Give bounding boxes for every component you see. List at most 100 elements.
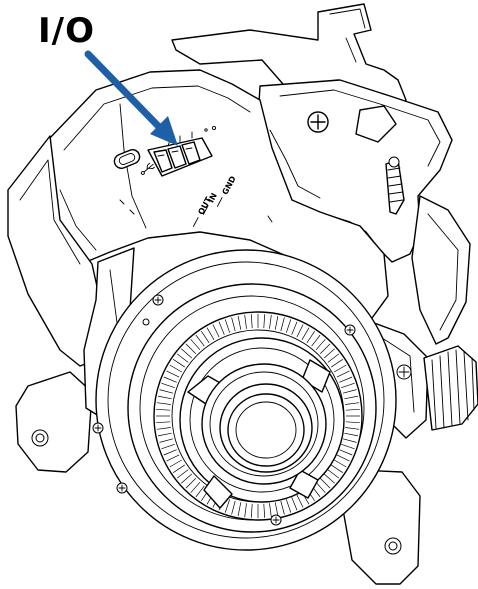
- knurl-tick: [237, 502, 242, 517]
- knurl-tick: [185, 343, 197, 355]
- side-post: [385, 156, 405, 215]
- usb-port: [113, 149, 141, 169]
- knurl-tick: [342, 438, 357, 443]
- knurl-tick: [331, 464, 343, 473]
- knurl-tick: [274, 502, 279, 517]
- knurl-tick: [311, 334, 321, 347]
- io-terminal-block: [147, 125, 217, 177]
- knurl-tick: [157, 432, 172, 437]
- housing-top-deck: [43, 69, 389, 319]
- knurl-tick: [161, 443, 175, 450]
- io-callout-arrow: [84, 50, 178, 146]
- knurl-tick: [336, 454, 350, 462]
- knurl-tick: [169, 459, 182, 468]
- knurl-tick: [306, 331, 315, 343]
- knurl-tick: [190, 481, 201, 493]
- knurl-tick: [345, 421, 360, 424]
- knurl-tick: [345, 408, 360, 411]
- knurl-tick: [173, 464, 185, 473]
- knurl-tick: [181, 473, 193, 484]
- knurl-tick: [176, 469, 189, 479]
- knurl-tick: [195, 334, 205, 347]
- knurl-tick: [250, 503, 253, 518]
- knurl-tick: [231, 317, 236, 332]
- bottom-right-ear: [341, 469, 421, 585]
- knurl-tick: [173, 359, 185, 368]
- knurl-tick: [181, 348, 193, 359]
- bottom-left-ear: [15, 371, 93, 473]
- knurl-tick: [341, 382, 355, 389]
- screw: [344, 324, 356, 336]
- knurl-tick: [159, 438, 174, 443]
- focus-knob: [423, 345, 478, 431]
- knurl-tick: [280, 500, 285, 515]
- knurl-tick: [345, 402, 360, 405]
- knurl-tick: [285, 319, 292, 333]
- right-side-wall: [411, 195, 471, 345]
- knurl-tick: [166, 370, 180, 378]
- io-callout-label: I/O: [38, 11, 95, 51]
- knurl-tick: [301, 327, 310, 340]
- knurl-tick: [291, 497, 298, 511]
- knurl-tick: [315, 339, 326, 351]
- knurl-tick: [296, 324, 304, 338]
- knurl-tick: [156, 427, 171, 430]
- knurl-tick: [244, 314, 247, 329]
- knurl-tick: [163, 376, 177, 383]
- knurl-tick: [176, 353, 189, 363]
- knurl-tick: [244, 503, 247, 518]
- screw: [152, 294, 164, 306]
- knurl-tick: [344, 432, 359, 437]
- knurl-tick: [336, 370, 350, 378]
- knurl-tick: [263, 314, 266, 329]
- knurl-tick: [159, 389, 174, 394]
- knurl-tick: [334, 364, 347, 373]
- knurl-tick: [315, 481, 326, 493]
- knurl-tick: [319, 343, 331, 355]
- knurl-tick: [342, 389, 357, 394]
- knurl-tick: [339, 376, 353, 383]
- knurl-tick: [323, 473, 335, 484]
- knurl-tick: [195, 485, 205, 498]
- knurl-tick: [156, 408, 171, 411]
- knurl-tick: [327, 469, 340, 479]
- knurl-tick: [161, 382, 175, 389]
- terminal-label-in: IN: [202, 192, 219, 215]
- screw: [270, 514, 282, 526]
- knurl-tick: [218, 321, 225, 335]
- knurl-tick: [231, 500, 236, 515]
- screw: [142, 318, 150, 326]
- knurl-tick: [344, 395, 359, 400]
- knurl-tick: [224, 499, 231, 513]
- knurl-tick: [269, 503, 272, 518]
- knurl-tick: [323, 348, 335, 359]
- knurl-tick: [285, 499, 292, 513]
- knurl-tick: [190, 339, 201, 351]
- knurl-tick: [296, 494, 304, 508]
- knurl-tick: [157, 395, 172, 400]
- knurl-tick: [212, 324, 220, 338]
- barrel-screws: [92, 294, 356, 526]
- knurl-tick: [156, 402, 171, 405]
- knurl-tick: [206, 327, 215, 340]
- knurl-tick: [237, 315, 242, 330]
- knurl-tick: [291, 321, 298, 335]
- knurl-tick: [169, 364, 182, 373]
- knurl-tick: [156, 421, 171, 424]
- terminal-label-in-text: IN: [206, 192, 218, 205]
- knurl-tick: [185, 477, 197, 489]
- knurl-tick: [339, 449, 353, 456]
- screw: [92, 422, 104, 434]
- knurl-tick: [269, 314, 272, 329]
- knurl-tick: [163, 449, 177, 456]
- lens: [201, 363, 327, 485]
- knurl-tick: [274, 315, 279, 330]
- knurl-tick: [319, 477, 331, 489]
- knurl-tick: [250, 314, 253, 329]
- knurl-tick: [345, 427, 360, 430]
- right-housing-plate: [257, 79, 453, 263]
- detail-marks: [119, 199, 273, 223]
- knurl-tick: [341, 443, 355, 450]
- knurl-tick: [334, 459, 347, 468]
